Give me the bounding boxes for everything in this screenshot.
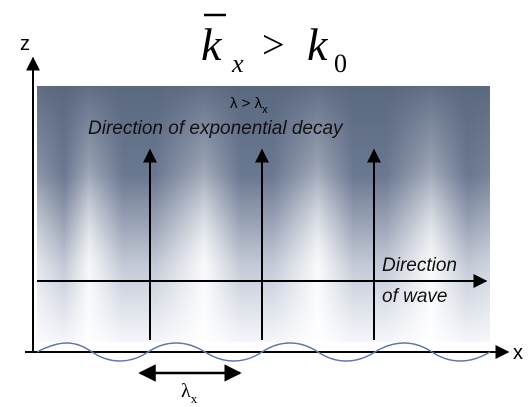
wavelength-condition-main: λ > λ (230, 95, 263, 112)
equation-k: k (201, 19, 223, 70)
equation: k x > k 0 (201, 13, 347, 78)
wavelength-condition-sub: x (262, 104, 268, 116)
decay-arrows (143, 148, 381, 340)
x-axis-label: x (513, 342, 523, 364)
wavelength-label-sub: x (191, 391, 198, 406)
equation-k0-subscript: 0 (334, 49, 347, 78)
wave-direction-label-line1: Direction (382, 255, 457, 276)
equation-relation: > (262, 22, 285, 67)
wavelength-indicator: λx (138, 364, 242, 406)
equation-k0: k (307, 19, 329, 70)
annotations: λ > λx Direction of exponential decay Di… (88, 95, 457, 307)
decay-direction-label: Direction of exponential decay (88, 118, 344, 139)
axes: z x (20, 33, 523, 364)
evanescent-field (37, 86, 490, 342)
wavelength-condition: λ > λx (230, 95, 268, 116)
equation-k-subscript: x (231, 49, 244, 78)
wavelength-label-main: λ (181, 380, 191, 402)
surface-wave (36, 342, 491, 362)
wave-direction-label-line2: of wave (382, 286, 447, 307)
field-intensity-stripes (37, 86, 490, 342)
wavelength-label: λx (181, 380, 198, 406)
z-axis-label: z (20, 33, 30, 55)
